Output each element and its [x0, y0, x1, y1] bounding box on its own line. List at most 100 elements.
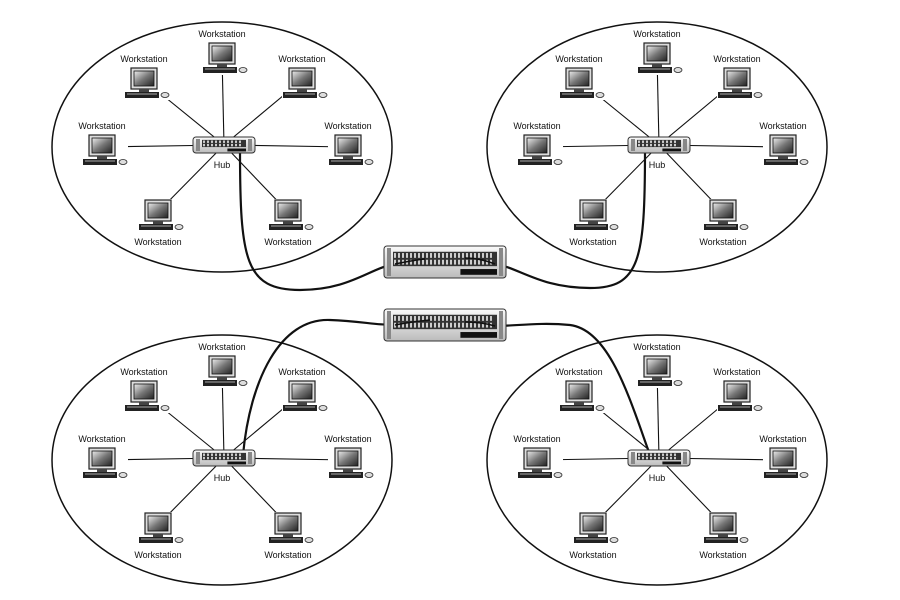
workstation-label: Workstation [713, 54, 760, 64]
workstation: Workstation [264, 512, 314, 560]
workstation-computer-icon [560, 380, 605, 411]
cluster-boundary [51, 21, 393, 273]
workstation-label: Workstation [569, 550, 616, 560]
backbone-cables [238, 149, 652, 456]
workstation: Workstation [699, 199, 749, 247]
workstation: Workstation [134, 199, 184, 247]
workstation: Workstation [278, 54, 328, 100]
workstation: Workstation [264, 199, 314, 247]
workstation: Workstation [78, 121, 128, 167]
workstation-computer-icon [125, 67, 170, 98]
workstation-computer-icon [638, 355, 683, 386]
backbone-cable [494, 149, 647, 290]
backbone-hub-upper-icon [383, 245, 507, 279]
workstation-computer-icon [139, 512, 184, 543]
workstation-label: Workstation [198, 342, 245, 352]
workstation: Workstation [713, 367, 763, 413]
workstation-computer-icon [518, 134, 563, 165]
workstation-computer-icon [283, 67, 328, 98]
workstation: Workstation [699, 512, 749, 560]
hub-label: Hub [649, 160, 666, 170]
workstation: Workstation [759, 121, 809, 167]
workstation: Workstation [120, 54, 170, 100]
workstation: Workstation [513, 434, 563, 480]
workstation: Workstation [569, 512, 619, 560]
workstation-computer-icon [718, 380, 763, 411]
workstation-label: Workstation [513, 121, 560, 131]
workstation-computer-icon [574, 199, 619, 230]
workstation-label: Workstation [759, 121, 806, 131]
backbone-cable [494, 322, 652, 456]
workstation-label: Workstation [513, 434, 560, 444]
workstation: Workstation [569, 199, 619, 247]
workstation-computer-icon [283, 380, 328, 411]
workstation-computer-icon [139, 199, 184, 230]
workstation-label: Workstation [120, 54, 167, 64]
workstation-computer-icon [704, 512, 749, 543]
workstation: Workstation [198, 342, 248, 388]
workstation-label: Workstation [324, 121, 371, 131]
workstation-computer-icon [764, 447, 809, 478]
workstation: Workstation [633, 29, 683, 75]
hub-label: Hub [214, 160, 231, 170]
workstation: Workstation [513, 121, 563, 167]
workstation-label: Workstation [699, 550, 746, 560]
backbone-cable [241, 318, 396, 456]
cluster-boundary [51, 334, 393, 586]
workstation-label: Workstation [278, 54, 325, 64]
backbone-cable [238, 149, 396, 292]
workstation-label: Workstation [759, 434, 806, 444]
workstation: Workstation [555, 54, 605, 100]
workstation: Workstation [198, 29, 248, 75]
workstation-computer-icon [269, 512, 314, 543]
hub-icon [627, 136, 691, 154]
workstation: Workstation [713, 54, 763, 100]
workstation: Workstation [759, 434, 809, 480]
workstation-computer-icon [203, 355, 248, 386]
workstation-label: Workstation [555, 367, 602, 377]
workstation: Workstation [324, 121, 374, 167]
workstation-computer-icon [560, 67, 605, 98]
workstation-computer-icon [518, 447, 563, 478]
cluster-boundary [486, 334, 828, 586]
workstation-label: Workstation [555, 54, 602, 64]
workstation-label: Workstation [78, 434, 125, 444]
backbone-hub-lower-icon [383, 308, 507, 342]
workstation-label: Workstation [264, 550, 311, 560]
workstation-label: Workstation [699, 237, 746, 247]
workstation: Workstation [278, 367, 328, 413]
workstation-label: Workstation [134, 550, 181, 560]
workstation-label: Workstation [134, 237, 181, 247]
workstation-label: Workstation [633, 29, 680, 39]
workstation-label: Workstation [569, 237, 616, 247]
workstation-computer-icon [704, 199, 749, 230]
workstation-computer-icon [638, 42, 683, 73]
workstation-label: Workstation [264, 237, 311, 247]
workstation-label: Workstation [713, 367, 760, 377]
workstation: Workstation [134, 512, 184, 560]
workstation-label: Workstation [78, 121, 125, 131]
workstation: Workstation [324, 434, 374, 480]
workstation-computer-icon [329, 134, 374, 165]
workstation-label: Workstation [633, 342, 680, 352]
workstation-computer-icon [764, 134, 809, 165]
workstation-computer-icon [718, 67, 763, 98]
workstation: Workstation [633, 342, 683, 388]
workstation-computer-icon [269, 199, 314, 230]
workstation-computer-icon [125, 380, 170, 411]
cluster-boundary [486, 21, 828, 273]
workstation-label: Workstation [324, 434, 371, 444]
workstation-computer-icon [574, 512, 619, 543]
workstation-computer-icon [329, 447, 374, 478]
hub-icon [192, 449, 256, 467]
hub-label: Hub [214, 473, 231, 483]
workstation-computer-icon [83, 447, 128, 478]
hub-icon [192, 136, 256, 154]
workstation: Workstation [555, 367, 605, 413]
hub-label: Hub [649, 473, 666, 483]
